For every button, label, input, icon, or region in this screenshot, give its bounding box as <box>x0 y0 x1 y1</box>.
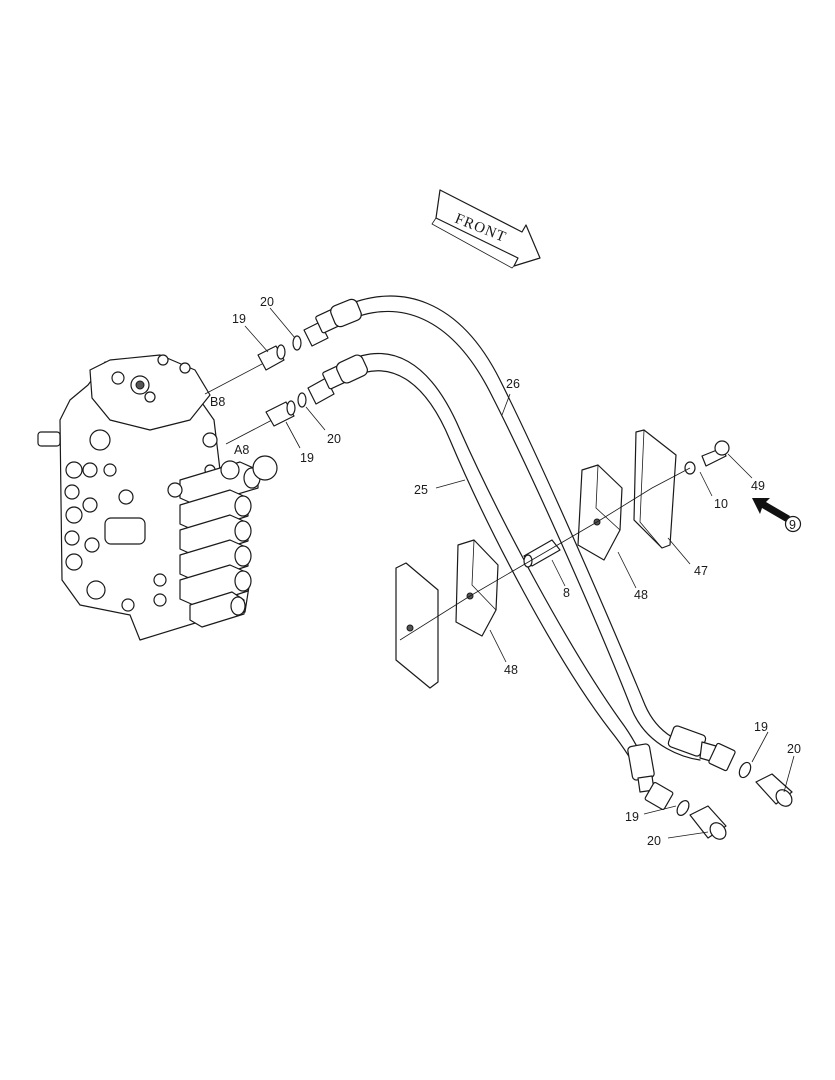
bl-o-ring-19 <box>676 800 690 816</box>
spacer-8 <box>523 539 561 568</box>
valve-spools <box>167 455 278 628</box>
br-o-ring-19 <box>738 761 752 779</box>
callout-26: 26 <box>506 377 520 391</box>
callout-48-left: 48 <box>504 663 518 677</box>
upper-adapter-19 <box>257 344 286 371</box>
clamp-plate-47 <box>633 429 677 549</box>
callout-19-top: 19 <box>232 312 246 326</box>
bolt-49 <box>701 440 730 467</box>
callout-49: 49 <box>751 479 765 493</box>
control-valve-block <box>37 354 278 641</box>
callout-20-bottom-left: 20 <box>647 834 661 848</box>
clamp-plate-48-left <box>395 562 439 689</box>
callout-20-mid: 20 <box>327 432 341 446</box>
mid-o-ring-20 <box>297 392 307 408</box>
bl-adapter-20 <box>689 805 727 840</box>
front-direction-arrow: FRONT <box>431 189 541 269</box>
clamp-half-48-left <box>455 539 499 637</box>
callout-20-top: 20 <box>260 295 274 309</box>
callout-47: 47 <box>694 564 708 578</box>
callout-9: 9 <box>789 518 796 532</box>
hose-25 <box>336 353 641 759</box>
callout-8: 8 <box>563 586 570 600</box>
callout-25: 25 <box>414 483 428 497</box>
hose-26-end-fitting <box>667 725 736 772</box>
hose-25-end-fitting <box>627 743 674 811</box>
upper-o-ring-20 <box>292 335 302 351</box>
hose-26 <box>330 295 701 761</box>
clamp-half-48-right <box>577 464 623 561</box>
port-label-a8: A8 <box>234 443 249 457</box>
leader-lines <box>244 307 795 839</box>
callout-19-bottom-right: 19 <box>754 720 768 734</box>
mid-adapter-19 <box>265 400 296 427</box>
callout-10: 10 <box>714 497 728 511</box>
callout-48-right: 48 <box>634 588 648 602</box>
callout-19-bottom-left: 19 <box>625 810 639 824</box>
callout-20-bottom-right: 20 <box>787 742 801 756</box>
callout-19-mid: 19 <box>300 451 314 465</box>
view-arrow-9 <box>752 498 802 533</box>
br-adapter-20 <box>755 773 793 807</box>
port-label-b8: B8 <box>210 395 225 409</box>
